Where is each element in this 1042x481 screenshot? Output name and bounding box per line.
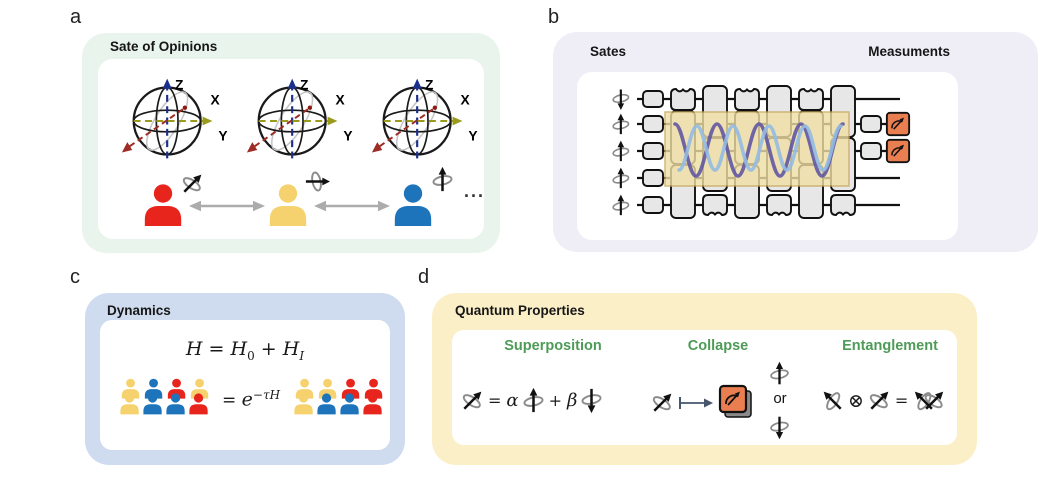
panel-b-label: b bbox=[548, 6, 560, 28]
panel-a-title: Sate of Opinions bbox=[110, 39, 218, 54]
bloch-sphere-icon: Z X Y bbox=[370, 78, 478, 160]
spin-badge-icon bbox=[180, 169, 205, 198]
interaction-arrow-icon bbox=[188, 199, 266, 213]
heading-superposition: Superposition bbox=[504, 338, 602, 354]
svg-text:Z: Z bbox=[300, 78, 309, 93]
panel-c-label: c bbox=[70, 266, 80, 288]
evolution-equation: = e−τH bbox=[222, 388, 281, 411]
measurement-meter-icon bbox=[718, 384, 752, 418]
spin-down-icon bbox=[580, 387, 603, 415]
svg-text:Y: Y bbox=[343, 129, 352, 144]
panel-c-title: Dynamics bbox=[107, 303, 171, 318]
or-label: or bbox=[773, 390, 787, 407]
tensor-product-icon: ⊗ bbox=[848, 389, 864, 412]
ellipsis: ... bbox=[464, 181, 486, 201]
wave-blue-icon bbox=[677, 124, 843, 172]
svg-text:X: X bbox=[460, 92, 470, 107]
spin-tilt-left-icon bbox=[820, 386, 845, 415]
measurement-meter-icon bbox=[885, 111, 911, 164]
spin-badge-icon bbox=[305, 167, 330, 196]
spin-up-icon bbox=[769, 360, 790, 386]
panel-b-title-measurements: Measuments bbox=[868, 44, 950, 59]
spin-tilt-right-icon bbox=[650, 388, 675, 417]
spin-badge-icon bbox=[431, 165, 454, 193]
spin-tilt-right-icon bbox=[460, 386, 485, 415]
hamiltonian-equation: H = H0 + HI bbox=[185, 338, 305, 363]
panel-a: Sate of Opinions Z X Y Z X Y Z X Y ... bbox=[82, 33, 500, 253]
panel-d-content: Superposition Collapse Entanglement = α … bbox=[452, 330, 957, 445]
panel-c: Dynamics H = H0 + HI bbox=[85, 293, 405, 465]
crowd-right bbox=[294, 378, 383, 415]
crowd-left bbox=[120, 378, 209, 415]
panel-c-content: H = H0 + HI bbox=[100, 320, 390, 450]
bloch-sphere-icon: Z X Y bbox=[120, 78, 228, 160]
maps-to-arrow-icon bbox=[679, 397, 713, 409]
axis-y-label: Y bbox=[218, 129, 227, 144]
superposition-equation: = α + β bbox=[460, 386, 604, 415]
axis-z-label: Z bbox=[175, 78, 184, 93]
panel-b: Sates Measuments bbox=[553, 32, 1038, 252]
spin-tilt-right-icon bbox=[867, 386, 892, 415]
panel-b-content bbox=[577, 72, 958, 240]
panel-d: Quantum Properties Superposition Collaps… bbox=[432, 293, 977, 465]
svg-text:X: X bbox=[335, 92, 345, 107]
entangled-spin-pair-icon bbox=[911, 386, 948, 415]
entanglement-equation: ⊗ = bbox=[820, 386, 948, 415]
svg-text:Z: Z bbox=[425, 78, 434, 93]
spin-up-icon bbox=[521, 386, 545, 414]
panel-a-content: Z X Y Z X Y Z X Y ... bbox=[98, 59, 484, 239]
panel-b-title-states: Sates bbox=[590, 44, 627, 59]
bloch-sphere-icon: Z X Y bbox=[245, 78, 353, 160]
heading-entanglement: Entanglement bbox=[842, 338, 938, 354]
wave-purple-icon bbox=[673, 122, 845, 178]
quantum-circuit bbox=[611, 85, 911, 219]
axis-x-label: X bbox=[210, 92, 220, 107]
panel-a-label: a bbox=[70, 6, 82, 28]
heading-collapse: Collapse bbox=[687, 338, 749, 354]
panel-d-label: d bbox=[418, 266, 430, 288]
svg-text:Y: Y bbox=[468, 129, 477, 144]
panel-d-title: Quantum Properties bbox=[455, 303, 585, 318]
crowd-front-row bbox=[294, 393, 382, 415]
spin-down-icon bbox=[769, 415, 790, 441]
input-spin-states bbox=[611, 88, 631, 217]
interaction-arrow-icon bbox=[313, 199, 391, 213]
crowd-front-row bbox=[120, 393, 208, 415]
